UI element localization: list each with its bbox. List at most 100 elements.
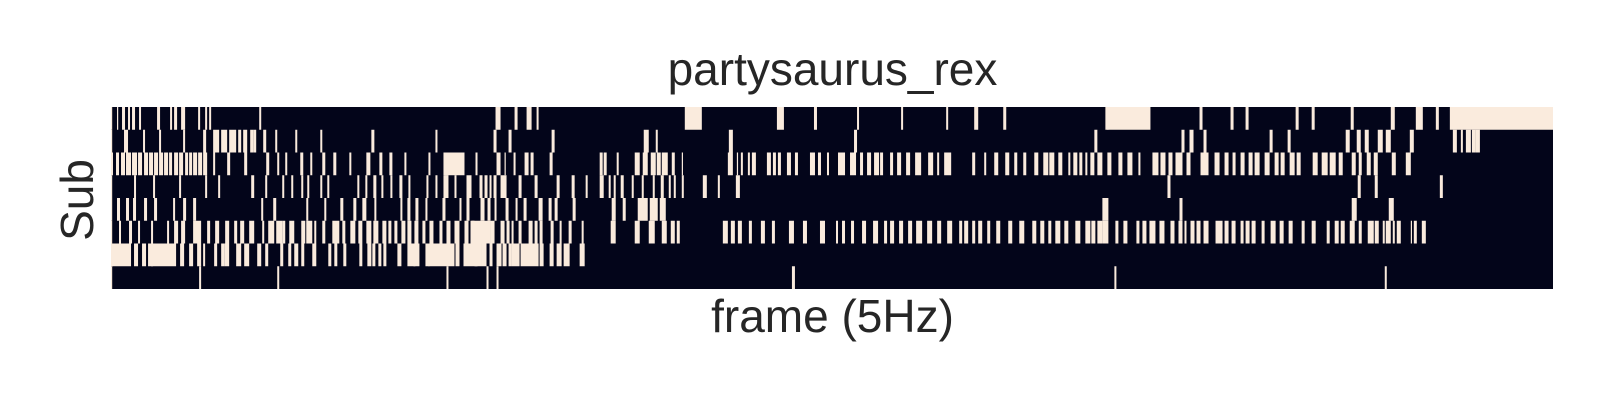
heatmap-cell-on <box>813 107 817 130</box>
heatmap-cell-on <box>1019 220 1025 244</box>
heatmap-cell-on <box>1085 152 1088 176</box>
heatmap-cell-on <box>389 152 393 176</box>
heatmap-cell-on <box>1003 107 1007 130</box>
heatmap-cell-on <box>788 220 794 244</box>
heatmap-cell-on <box>1385 220 1391 244</box>
heatmap-cell-on <box>506 220 510 244</box>
heatmap-cell-on <box>571 175 575 198</box>
heatmap-cell-on <box>154 152 159 176</box>
heatmap-cell-on <box>1296 152 1301 176</box>
heatmap-cell-on <box>890 220 895 244</box>
heatmap-cell-on <box>1023 152 1027 176</box>
heatmap-cell-on <box>873 220 879 244</box>
heatmap-cell-on <box>642 152 648 176</box>
heatmap-cell-on <box>117 198 121 221</box>
heatmap-cell-on <box>1175 152 1183 176</box>
heatmap-cell-on <box>444 152 465 176</box>
heatmap-cell-on <box>388 220 392 244</box>
heatmap-cell-on <box>1232 152 1236 176</box>
heatmap-cell-on <box>374 198 377 221</box>
heatmap-cell-on <box>916 220 923 244</box>
heatmap-cell-on <box>378 243 382 267</box>
heatmap-cell-on <box>494 198 497 221</box>
heatmap-cell-on <box>148 243 154 267</box>
heatmap-cell-on <box>1350 107 1354 130</box>
heatmap-cell-on <box>277 152 280 176</box>
y-axis-label: Sub <box>51 159 103 241</box>
heatmap-cell-on <box>987 220 991 244</box>
heatmap-cell-on <box>408 175 411 198</box>
heatmap-cell-on <box>486 266 489 289</box>
heatmap-cell-on <box>189 243 194 267</box>
heatmap-cell-on <box>1178 220 1183 244</box>
heatmap-cell-on <box>1435 107 1439 130</box>
heatmap-cell-on <box>183 129 186 153</box>
heatmap-cell-on <box>972 152 976 176</box>
heatmap-cell-on <box>138 220 141 244</box>
heatmap-cell-on <box>189 152 193 176</box>
heatmap-cell-on <box>154 198 158 221</box>
heatmap-cell-on <box>776 107 784 130</box>
heatmap-cell-on <box>899 220 904 244</box>
heatmap-cell-on <box>1264 152 1270 176</box>
heatmap-cell-on <box>471 220 491 244</box>
heatmap-cell-on <box>1203 220 1209 244</box>
heatmap-cell-on <box>134 175 137 198</box>
heatmap-cell-on <box>414 220 419 244</box>
heatmap-cell-on <box>379 152 383 176</box>
heatmap-cell-on <box>655 129 658 153</box>
heatmap-cell-on <box>717 175 720 198</box>
heatmap-cell-on <box>312 243 317 267</box>
heatmap-cell-on <box>671 152 675 176</box>
heatmap-cell-on <box>608 175 611 198</box>
heatmap-cell-on <box>358 220 363 244</box>
heatmap-cell-on <box>475 152 478 176</box>
heatmap-cell-on <box>684 107 702 130</box>
heatmap-cell-on <box>1460 129 1463 153</box>
heatmap-cell-on <box>493 175 497 198</box>
heatmap-cell-on <box>1032 220 1037 244</box>
heatmap-cell-on <box>394 220 398 244</box>
heatmap-cell-on <box>288 243 292 267</box>
heatmap-cell-on <box>1338 152 1343 176</box>
heatmap-cell-on <box>1413 220 1417 244</box>
heatmap-cell-on <box>599 152 603 176</box>
heatmap-cell-on <box>134 243 139 267</box>
heatmap-cell-on <box>634 220 640 244</box>
heatmap-cell-on <box>275 129 278 153</box>
heatmap-cell-on <box>1240 152 1245 176</box>
heatmap-cell-on <box>554 198 558 221</box>
heatmap-cell-on <box>1295 107 1299 130</box>
heatmap-cell-on <box>1231 220 1236 244</box>
heatmap-cell-on <box>333 152 337 176</box>
heatmap-cell-on <box>496 152 501 176</box>
heatmap-cell-on <box>357 175 360 198</box>
heatmap-cell-on <box>164 152 169 176</box>
heatmap-cell-on <box>620 175 624 198</box>
heatmap-cell-on <box>366 152 371 176</box>
heatmap-cell-on <box>727 152 733 176</box>
heatmap-cell-on <box>880 152 884 176</box>
heatmap-cell-on <box>1385 129 1391 153</box>
heatmap-cell-on <box>407 198 411 221</box>
heatmap-cell-on <box>1471 129 1476 153</box>
heatmap-cell-on <box>964 220 969 244</box>
heatmap-cell-on <box>556 175 560 198</box>
heatmap-cell-on <box>884 220 888 244</box>
heatmap-background <box>111 107 1553 289</box>
heatmap-cell-on <box>180 243 185 267</box>
heatmap-cell-on <box>295 129 298 153</box>
heatmap-cell-on <box>659 198 666 221</box>
heatmap-cell-on <box>1311 107 1315 130</box>
heatmap-cell-on <box>193 152 198 176</box>
heatmap-cell-on <box>1224 220 1229 244</box>
heatmap-cell-on <box>1340 220 1345 244</box>
heatmap-cell-on <box>681 175 684 198</box>
heatmap-cell-on <box>322 152 326 176</box>
heatmap-cell-on <box>643 129 649 153</box>
heatmap-cell-on <box>1160 152 1166 176</box>
heatmap-cell-on <box>310 152 313 176</box>
heatmap-cell-on <box>786 152 791 176</box>
heatmap-cell-on <box>1085 220 1091 244</box>
heatmap-cell-on <box>649 198 658 221</box>
